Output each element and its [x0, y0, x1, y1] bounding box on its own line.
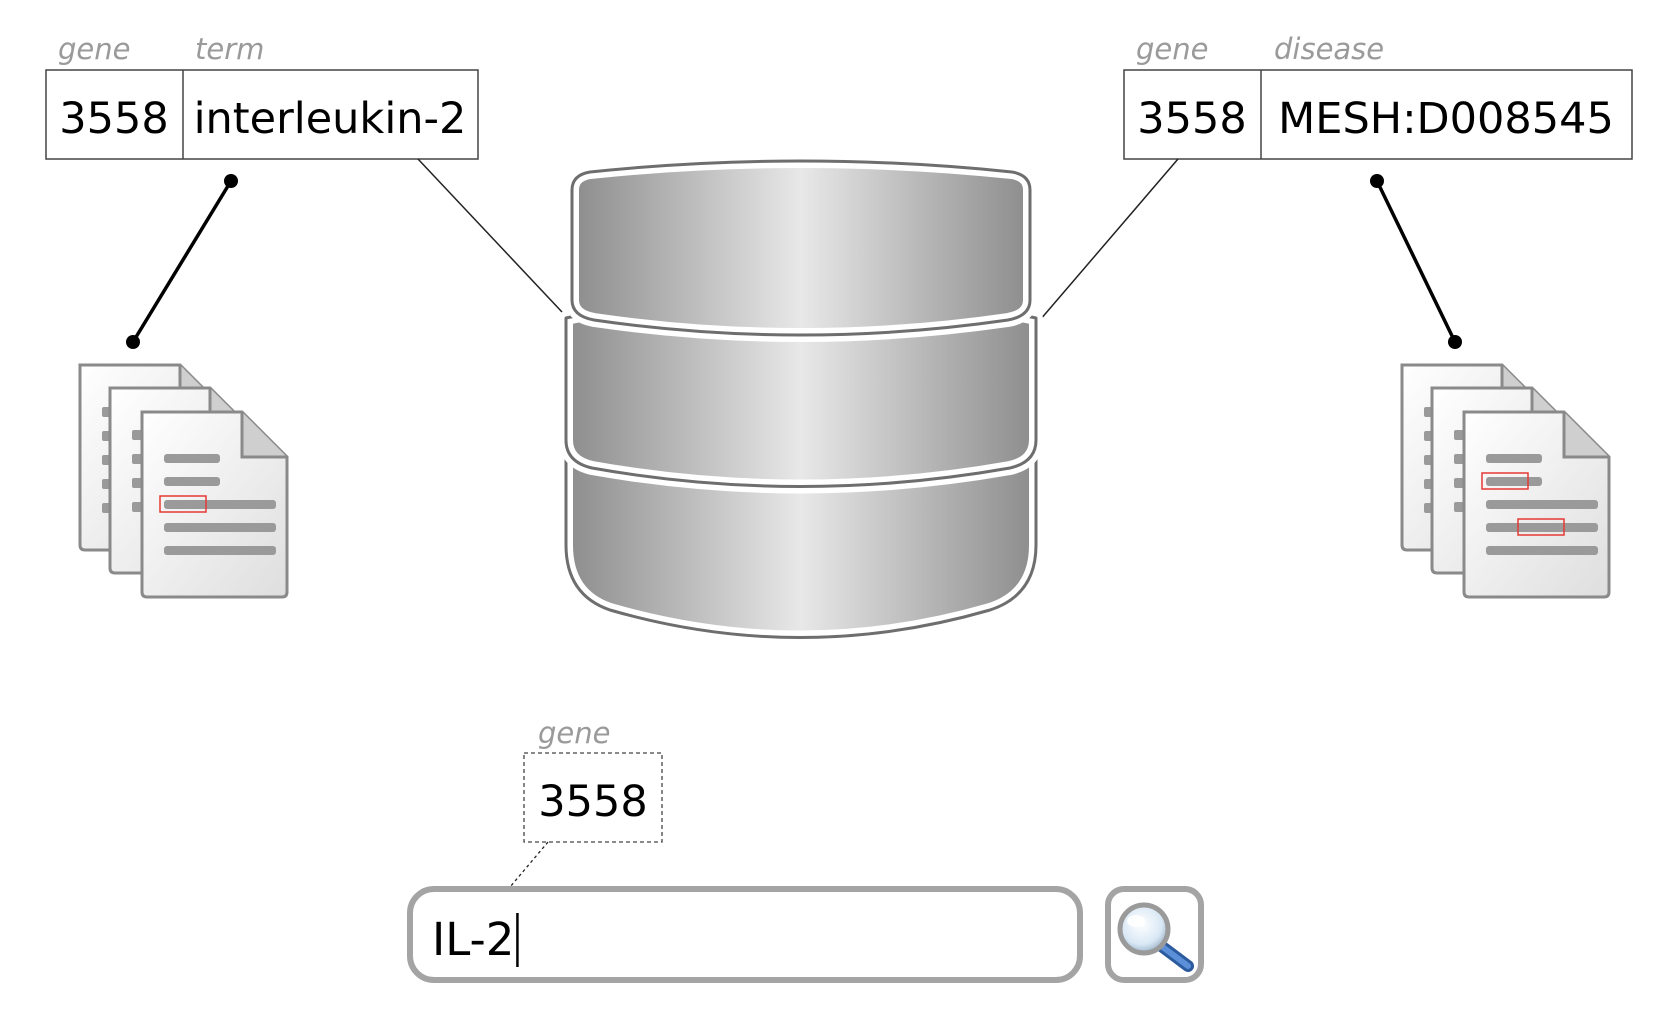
highlight-box	[1481, 472, 1529, 490]
query-result: gene 3558	[493, 716, 663, 907]
right-disease-value: MESH:D008545	[1278, 94, 1614, 144]
search-input-text: IL-2	[432, 913, 514, 966]
right-table-db-connector	[1039, 158, 1179, 321]
search-button[interactable]	[1105, 886, 1204, 983]
search-input[interactable]: IL-2	[407, 886, 1083, 983]
highlight-box	[1517, 518, 1565, 536]
left-record: gene term 3558 interleukin-2	[45, 32, 479, 160]
right-record: gene disease 3558 MESH:D008545	[1123, 32, 1633, 160]
left-header-term: term	[195, 32, 264, 66]
right-pin-connector	[1370, 174, 1462, 349]
right-header-gene: gene	[1136, 32, 1208, 66]
query-result-value: 3558	[538, 777, 647, 827]
query-result-box	[523, 752, 663, 843]
query-result-connector	[493, 841, 549, 907]
right-record-box	[1123, 69, 1633, 160]
right-gene-value: 3558	[1137, 94, 1246, 144]
left-term-value: interleukin-2	[194, 94, 467, 144]
left-pin-connector	[126, 174, 238, 349]
left-table-db-connector	[417, 158, 563, 313]
query-result-header: gene	[538, 716, 610, 750]
left-gene-value: 3558	[59, 94, 168, 144]
document-stack-icon	[1400, 363, 1611, 599]
document-stack-icon	[78, 363, 289, 599]
left-record-box	[45, 69, 479, 160]
highlight-box	[159, 495, 207, 513]
left-header-gene: gene	[58, 32, 130, 66]
database-icon	[559, 154, 1043, 645]
right-header-disease: disease	[1274, 32, 1384, 66]
magnifier-icon	[1117, 902, 1194, 972]
